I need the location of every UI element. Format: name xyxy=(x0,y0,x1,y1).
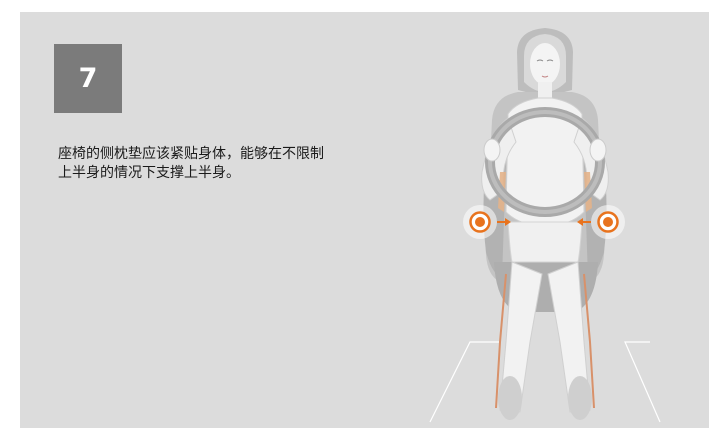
side-bolster-marker-icon xyxy=(463,205,625,239)
instruction-text: 座椅的侧枕垫应该紧贴身体，能够在不限制上半身的情况下支撑上半身。 xyxy=(58,146,324,181)
floor-lines xyxy=(429,341,661,423)
content-panel: 7 座椅的侧枕垫应该紧贴身体，能够在不限制上半身的情况下支撑上半身。 xyxy=(20,12,709,428)
step-number: 7 xyxy=(78,63,98,94)
arrow-right-icon xyxy=(497,218,511,226)
arrow-left-icon xyxy=(577,218,591,226)
steering-wheel-icon xyxy=(483,107,607,217)
seat-illustration xyxy=(429,28,661,423)
step-number-badge: 7 xyxy=(54,44,122,113)
